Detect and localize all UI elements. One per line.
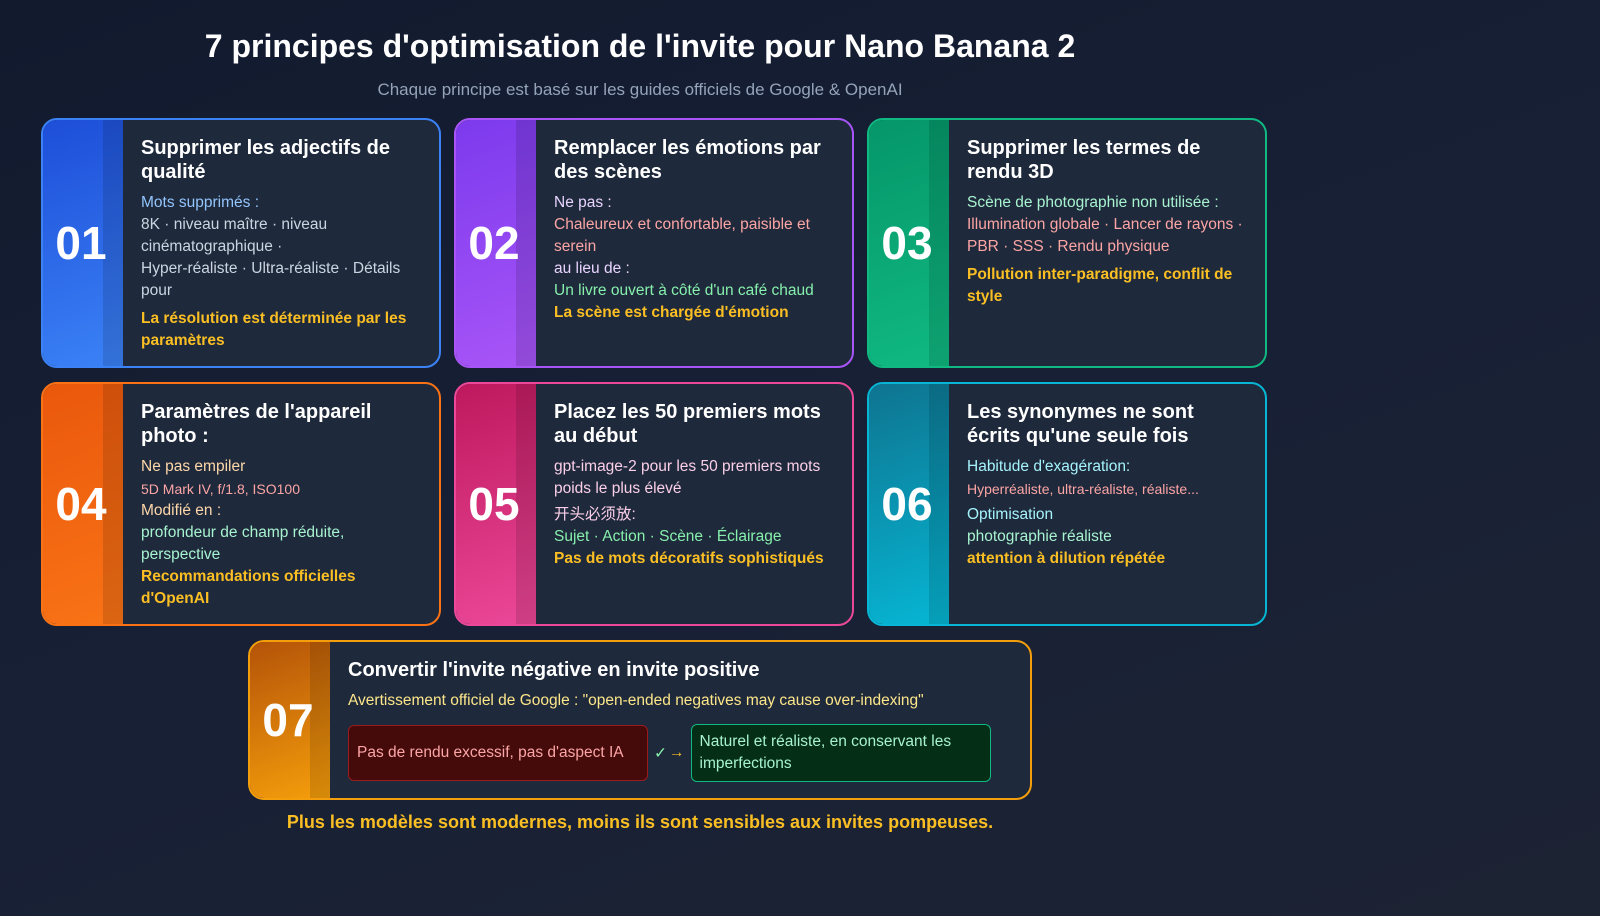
card-highlight: La résolution est déterminée par les par… <box>141 310 407 349</box>
card-highlight: Recommandations officielles d'OpenAI <box>141 568 356 607</box>
arrow-right-icon: → <box>669 744 685 761</box>
footer-note: Plus les modèles sont modernes, moins il… <box>286 812 994 832</box>
card-number: 05 <box>468 478 520 530</box>
number-badge: 03 <box>869 120 949 366</box>
check-icon: ✓ <box>654 744 667 762</box>
card-label: Ne pas empiler <box>141 458 246 475</box>
card-highlight: La scène est chargée d'émotion <box>554 304 789 321</box>
principle-card-03: 03 Supprimer les termes de rendu 3D Scèn… <box>867 118 1267 368</box>
card-title: Supprimer les termes de rendu 3D <box>967 137 1201 183</box>
card-label: 开头必须放: <box>554 506 636 523</box>
number-badge: 01 <box>43 120 123 366</box>
card-label: Habitude d'exagération: <box>967 458 1131 475</box>
card-title: Supprimer les adjectifs de qualité <box>141 137 390 183</box>
page-subtitle: Chaque principe est basé sur les guides … <box>377 80 903 99</box>
principle-card-06: 06 Les synonymes ne sont écrits qu'une s… <box>867 382 1267 626</box>
card-text: Un livre ouvert à côté d'un café chaud <box>554 282 814 299</box>
principle-card-01: 01 Supprimer les adjectifs de qualité Mo… <box>41 118 441 368</box>
card-title: Convertir l'invite négative en invite po… <box>348 659 760 681</box>
principle-card-04: 04 Paramètres de l'appareil photo : Ne p… <box>41 382 441 626</box>
principle-card-07: 07 Convertir l'invite négative en invite… <box>248 640 1032 800</box>
card-number: 04 <box>55 478 107 530</box>
card-text: gpt-image-2 pour les 50 premiers mots <box>554 458 821 475</box>
card-title: Remplacer les émotions par des scènes <box>554 137 821 183</box>
card-highlight: Pollution inter-paradigme, conflit de st… <box>967 266 1233 305</box>
card-label: Modifié en : <box>141 502 222 519</box>
card-text: Sujet · Action · Scène · Éclairage <box>554 528 782 545</box>
card-number: 01 <box>55 217 107 269</box>
card-title: Paramètres de l'appareil photo : <box>141 401 372 447</box>
number-badge: 05 <box>456 384 536 624</box>
card-text: 8K · niveau maître · niveau cinématograp… <box>141 216 328 255</box>
card-label: Optimisation <box>967 506 1054 523</box>
card-text: photographie réaliste <box>967 528 1112 545</box>
positive-prompt-text: Naturel et réaliste, en conservant les i… <box>699 733 952 772</box>
card-number: 06 <box>881 478 933 530</box>
card-text: 5D Mark IV, f/1.8, ISO100 <box>141 481 301 497</box>
card-text: profondeur de champ réduite, perspective <box>141 524 345 563</box>
number-badge: 04 <box>43 384 123 624</box>
positive-prompt-box: Naturel et réaliste, en conservant les i… <box>690 724 991 782</box>
negative-prompt-text: Pas de rendu excessif, pas d'aspect IA <box>357 744 624 761</box>
card-title: Placez les 50 premiers mots au début <box>554 401 821 447</box>
card-label: Ne pas : <box>554 194 612 211</box>
number-badge: 06 <box>869 384 949 624</box>
card-number: 03 <box>881 217 933 269</box>
card-text: Chaleureux et confortable, paisible et s… <box>554 216 810 255</box>
card-highlight: attention à dilution répétée <box>967 550 1166 567</box>
card-text: poids le plus élevé <box>554 480 682 497</box>
google-warning: Avertissement officiel de Google : "open… <box>348 692 924 709</box>
card-label: Scène de photographie non utilisée : <box>967 194 1219 211</box>
number-badge: 02 <box>456 120 536 366</box>
card-number: 07 <box>262 694 314 746</box>
card-text: Hyper-réaliste · Ultra-réaliste · Détail… <box>141 260 401 299</box>
card-text: Illumination globale · Lancer de rayons … <box>967 216 1243 233</box>
principles-grid: 01 Supprimer les adjectifs de qualité Mo… <box>41 118 1267 626</box>
card-label: Mots supprimés : <box>141 194 260 211</box>
negative-prompt-box: Pas de rendu excessif, pas d'aspect IA <box>348 725 648 781</box>
card-title: Les synonymes ne sont écrits qu'une seul… <box>967 401 1194 447</box>
number-badge: 07 <box>250 642 330 798</box>
card-text: Hyperréaliste, ultra-réaliste, réaliste.… <box>967 481 1199 497</box>
card-text: PBR · SSS · Rendu physique <box>967 238 1170 255</box>
card-highlight: Pas de mots décoratifs sophistiqués <box>554 550 824 567</box>
page-title: 7 principes d'optimisation de l'invite p… <box>204 28 1076 64</box>
principle-card-02: 02 Remplacer les émotions par des scènes… <box>454 118 854 368</box>
principle-card-05: 05 Placez les 50 premiers mots au début … <box>454 382 854 626</box>
card-number: 02 <box>468 217 520 269</box>
card-label: au lieu de : <box>554 260 630 277</box>
